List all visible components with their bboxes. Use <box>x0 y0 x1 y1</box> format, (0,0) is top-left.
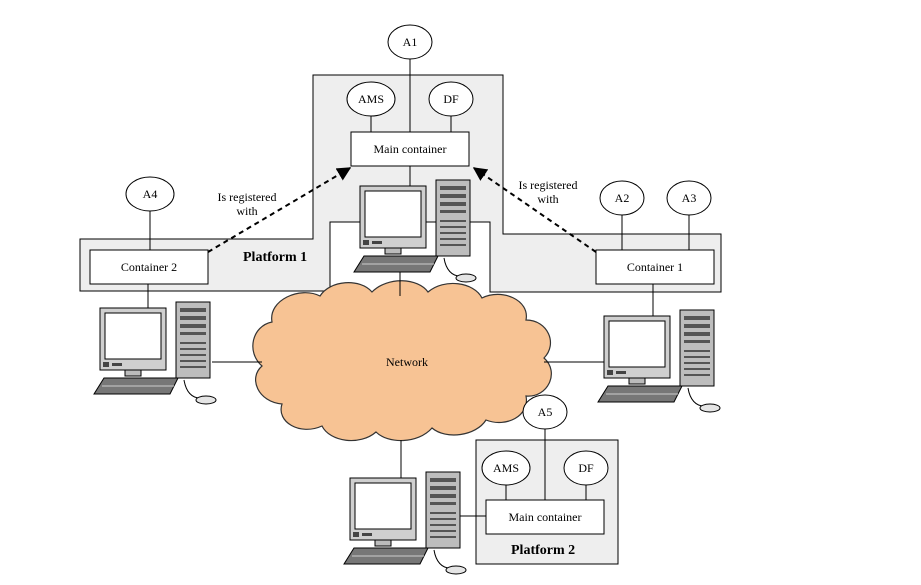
agent-df-platform1: DF <box>428 81 474 117</box>
svg-text:Main container: Main container <box>374 142 447 156</box>
register-arrow-right <box>472 167 597 253</box>
computer-icon-platform1-main <box>353 179 477 283</box>
agent-a1: A1 <box>387 24 433 60</box>
agent-a2: A2 <box>599 180 645 216</box>
svg-text:AMS: AMS <box>493 461 519 475</box>
register-label-right-line2: with <box>537 192 558 206</box>
svg-text:DF: DF <box>578 461 594 475</box>
computer-icon-platform2 <box>343 471 467 575</box>
agent-df-platform2: DF <box>563 450 609 486</box>
register-arrow-left <box>207 167 352 253</box>
register-label-left-line1: Is registered <box>218 190 277 204</box>
svg-text:A1: A1 <box>403 35 418 49</box>
main-container-platform1: Main container <box>350 131 470 167</box>
platform2-label: Platform 2 <box>511 543 575 558</box>
register-label-right-line1: Is registered <box>519 178 578 192</box>
container-2: Container 2 <box>89 249 209 285</box>
connection-lines <box>147 58 690 517</box>
platform1-panel <box>79 74 722 293</box>
agent-ams-platform1: AMS <box>346 81 396 117</box>
computer-icon-container2 <box>93 301 217 405</box>
svg-text:A4: A4 <box>143 187 158 201</box>
agent-a3: A3 <box>666 180 712 216</box>
register-label-left-line2: with <box>236 204 257 218</box>
svg-text:DF: DF <box>443 92 459 106</box>
agent-a5: A5 <box>522 394 568 430</box>
svg-text:A5: A5 <box>538 405 553 419</box>
svg-text:AMS: AMS <box>358 92 384 106</box>
computer-icon-container1 <box>597 309 721 413</box>
svg-text:A2: A2 <box>615 191 630 205</box>
svg-text:Main container: Main container <box>509 510 582 524</box>
container-1: Container 1 <box>595 249 715 285</box>
agent-a4: A4 <box>125 176 175 212</box>
agent-ams-platform2: AMS <box>481 450 531 486</box>
main-container-platform2: Main container <box>485 499 605 535</box>
svg-text:Container 2: Container 2 <box>121 260 177 274</box>
network-cloud: Network <box>252 280 552 442</box>
svg-text:A3: A3 <box>682 191 697 205</box>
svg-text:Container 1: Container 1 <box>627 260 683 274</box>
platform1-label: Platform 1 <box>243 250 307 265</box>
network-label: Network <box>386 355 428 369</box>
